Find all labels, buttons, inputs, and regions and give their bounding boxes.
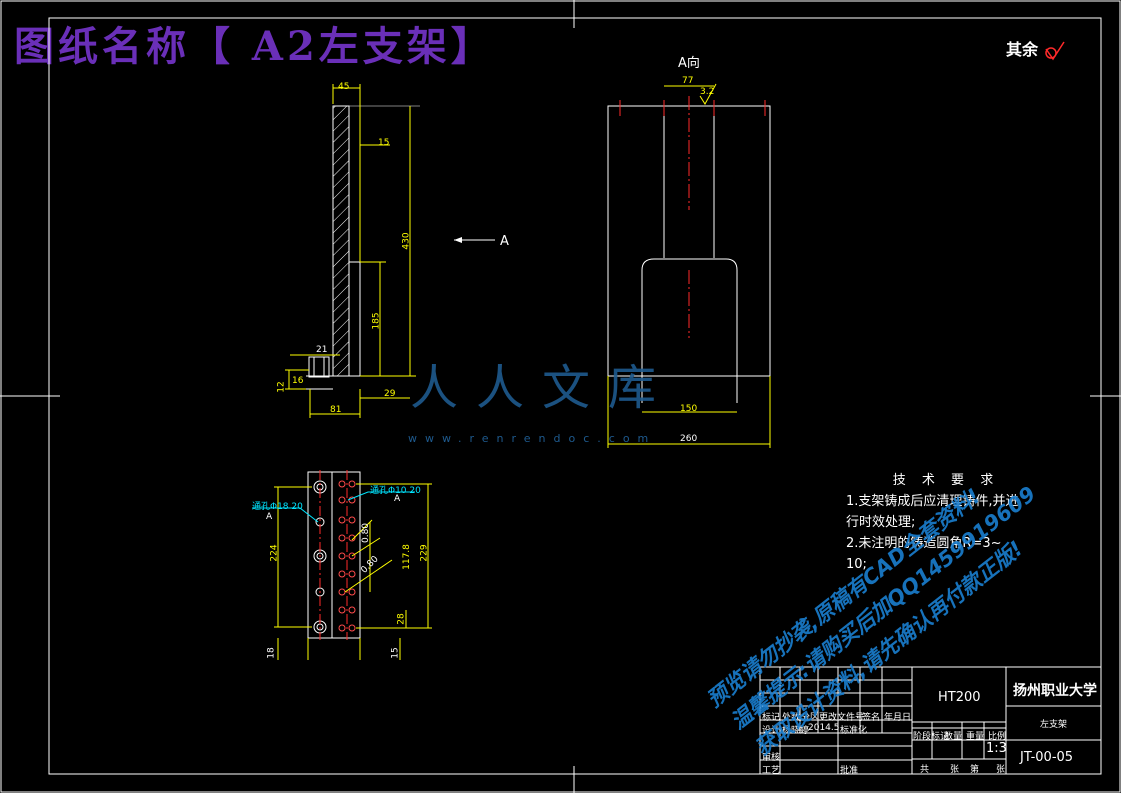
- dim-260: 260: [680, 434, 698, 444]
- top-view-small-holes: [338, 480, 356, 632]
- dim-229: 229: [419, 544, 430, 562]
- dim-29: 29: [384, 389, 396, 399]
- dim-12: 12: [276, 381, 287, 393]
- dim-21: 21: [316, 345, 328, 355]
- top-view-dimensions: [274, 483, 432, 660]
- tech-req-line-4: 10;: [846, 557, 867, 572]
- hole-leader-lines: [252, 491, 415, 523]
- tb-row-approve: 批准: [840, 766, 859, 776]
- tech-req-line-1: 1.支架铸成后应清理铸件,并进: [846, 494, 1019, 509]
- view-a-label: A向: [678, 56, 700, 71]
- dim-185: 185: [371, 312, 382, 330]
- hole-label-phi18: 通孔Φ18 20: [252, 502, 303, 512]
- watermark-url: www.renrendoc.com: [408, 432, 657, 445]
- tb-header-zone: 分区: [801, 713, 820, 723]
- tb-footer-sheet: 张: [996, 765, 1006, 775]
- tech-req-heading: 技 术 要 求: [892, 473, 1000, 488]
- dim-150: 150: [680, 404, 698, 414]
- dim-28: 28: [396, 613, 407, 625]
- dim-430: 430: [401, 232, 412, 250]
- tb-stage-scale: 比例: [988, 732, 1007, 742]
- watermark-logo: 人人文库: [410, 360, 675, 416]
- dim-18: 18: [266, 647, 277, 659]
- dim-117-8: 117.8: [401, 544, 412, 570]
- tech-req-line-2: 行时效处理;: [846, 515, 916, 530]
- tb-row-design: 设计: [762, 726, 781, 736]
- dim-15-bottom: 15: [390, 647, 401, 659]
- tb-footer-total: 共: [920, 765, 930, 775]
- datum-ref-right: A: [394, 494, 401, 504]
- title-block-scale: 1:3: [986, 741, 1007, 756]
- tb-stage-mark: 阶段标记: [913, 732, 950, 742]
- dim-0-80-a: 0.80: [361, 522, 372, 544]
- tech-req-line-3: 2.未注明的铸造圆角R=3~: [846, 536, 1002, 551]
- front-view-centerlines: [619, 96, 766, 338]
- dim-45: 45: [338, 82, 350, 92]
- tb-header-mark: 标记: [762, 713, 781, 723]
- top-view-centerlines: [319, 470, 348, 640]
- tb-row-standard: 标准化: [840, 726, 868, 736]
- title-block-drawing-no: JT-00-05: [1020, 750, 1074, 765]
- dim-77: 77: [682, 76, 694, 86]
- surface-finish-label: 其余: [1006, 40, 1039, 59]
- dim-15: 15: [378, 138, 390, 148]
- title-block-grid: [759, 666, 1102, 775]
- title-block-school: 扬州职业大学: [1013, 683, 1097, 699]
- tb-header-count: 处数: [782, 713, 801, 723]
- tb-footer-sheets: 张: [950, 765, 960, 775]
- tb-row-check: 审核: [762, 753, 781, 763]
- surface-finish-note: 其余: [1006, 36, 1066, 61]
- roughness-check-icon: [1044, 41, 1065, 60]
- technical-requirements: 技 术 要 求 1.支架铸成后应清理铸件,并进 行时效处理; 2.未注明的铸造圆…: [846, 470, 1046, 575]
- tb-stage-qty: 数量: [944, 732, 963, 742]
- tb-footer-number: 第: [970, 765, 980, 775]
- tb-row-process: 工艺: [762, 766, 781, 776]
- side-view-dimensions: [285, 84, 416, 418]
- tb-stage-weight: 重量: [966, 732, 985, 742]
- datum-ref-left: A: [266, 512, 273, 522]
- tb-header-change-doc: 更改文件号: [819, 713, 865, 723]
- view-a-arrow-head: [454, 237, 462, 243]
- dim-224: 224: [269, 544, 280, 562]
- hole-label-phi10: 通孔Φ10 20: [370, 486, 421, 496]
- title-block-part-name: 左支架: [1040, 720, 1068, 730]
- tb-row-designer: 杨晓婷: [782, 726, 810, 736]
- tb-header-sign: 签名: [862, 713, 881, 723]
- drawing-title-banner: 图纸名称【 A2左支架】: [14, 23, 495, 70]
- tb-row-design-date: 2014.5: [808, 723, 840, 733]
- view-a-arrow-label: A: [500, 234, 509, 249]
- tb-header-date: 年月日: [884, 713, 912, 723]
- dim-3-2-roughness: 3.2: [700, 87, 715, 97]
- title-block-material: HT200: [938, 690, 981, 705]
- front-view-dimensions: [607, 83, 771, 448]
- dim-16: 16: [292, 376, 304, 386]
- top-view: [307, 471, 361, 639]
- side-view: [306, 105, 420, 390]
- dim-81: 81: [330, 405, 342, 415]
